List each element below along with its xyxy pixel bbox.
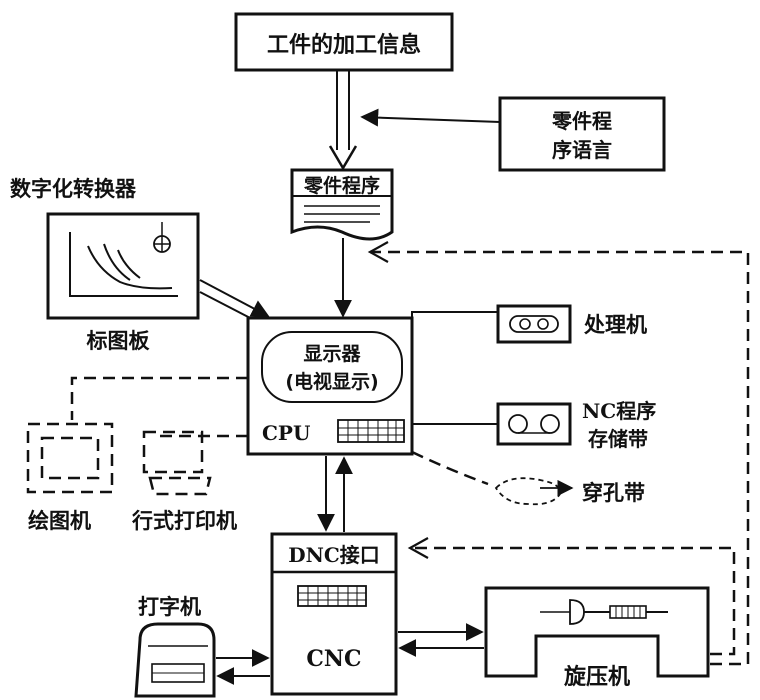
machine-to-dnc-feedback — [410, 546, 736, 656]
part-program-node: 零件程序 — [290, 168, 394, 241]
cpu-plotter-link — [70, 376, 248, 420]
plotter-node: 绘图机 — [26, 422, 114, 533]
cpu-label: CPU — [262, 421, 310, 445]
nc-tape-node: NC程序 存储带 — [496, 399, 656, 451]
dnc-feedback-arrowhead — [407, 537, 429, 559]
plotter-label: 绘图机 — [28, 509, 91, 533]
program-feedback-arrowhead — [367, 241, 389, 263]
dnc-interface-label: DNC接口 — [288, 543, 380, 567]
cnc-label: CNC — [306, 646, 361, 672]
spinning-machine-node: 旋压机 — [484, 586, 710, 690]
language-to-flow-arrow — [360, 108, 501, 127]
display-label-2: (电视显示) — [285, 370, 378, 393]
part-program-label: 零件程序 — [303, 174, 380, 197]
typewriter-node — [134, 622, 216, 698]
line-printer-label: 行式打印机 — [131, 509, 237, 533]
board-cpu-link — [199, 279, 270, 323]
part-language-label-2: 序语言 — [552, 138, 612, 162]
workpiece-info-label: 工件的加工信息 — [267, 32, 421, 58]
plotting-board-node — [46, 212, 200, 320]
machine-to-program-feedback — [370, 250, 750, 666]
line-printer-node: 行式打印机 — [131, 430, 237, 533]
dnc-cnc-node: DNC接口 CNC — [270, 532, 398, 696]
cpu-node: 显示器 (电视显示) CPU — [246, 316, 414, 456]
spinning-machine-label: 旋压机 — [564, 664, 630, 690]
punched-tape-label: 穿孔带 — [582, 481, 645, 505]
part-language-node: 零件程 序语言 — [498, 96, 666, 172]
nc-tape-label-1: NC程序 — [582, 399, 656, 423]
info-to-program-arrow — [328, 70, 358, 171]
punched-tape-node: 穿孔带 — [411, 450, 645, 506]
part-language-label-1: 零件程 — [551, 109, 612, 133]
plotting-board-label: 标图板 — [87, 329, 151, 353]
processor-node: 处理机 — [496, 304, 647, 344]
cpu-processor-link — [411, 311, 498, 324]
cpu-printer-link — [158, 432, 248, 438]
digitizer-label: 数字化转换器 — [10, 177, 137, 201]
workpiece-info-node: 工件的加工信息 — [234, 12, 454, 72]
processor-label: 处理机 — [583, 313, 647, 337]
nc-tape-label-2: 存储带 — [588, 427, 648, 451]
display-label-1: 显示器 — [303, 343, 361, 365]
typewriter-label: 打字机 — [138, 595, 201, 619]
